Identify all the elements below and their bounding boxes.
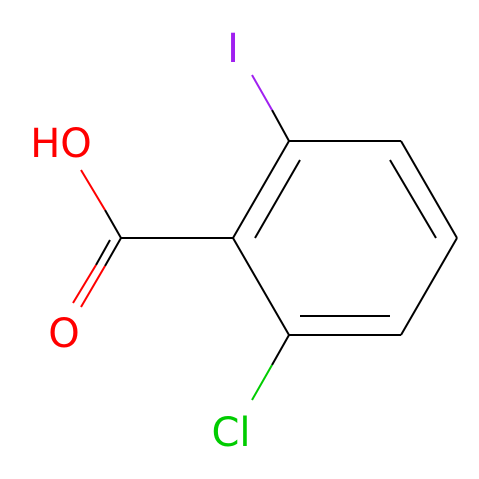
ring-bond-c1-c2 (232, 140, 290, 239)
atom-label-carbonyl-oxygen: O (48, 311, 79, 357)
bond-carboxyl-c-o-outer-red (80, 265, 106, 308)
bond-carboxyl-c-o-inner-red (72, 264, 97, 304)
ring-bond-c6-c1 (232, 237, 290, 336)
bond-carboxyl-c-oh-black (104, 209, 122, 239)
atom-label-chlorine: Cl (211, 410, 250, 456)
bond-c-i-black (271, 109, 290, 142)
ring-inner-bond-c1-c2 (254, 159, 301, 239)
atom-label-hydroxyl: HO (30, 121, 92, 167)
bond-carboxyl-c-oh-red (80, 169, 106, 211)
atom-label-iodine: I (227, 26, 239, 72)
ring-bond-c3-c4 (400, 140, 458, 239)
bond-c-i-purple (251, 74, 273, 111)
bond-c-cl-black (271, 334, 290, 366)
bond-c-cl-green (251, 364, 273, 401)
ring-bond-c4-c5 (400, 237, 458, 336)
bond-carboxyl-c-o-outer-black (104, 237, 122, 267)
bond-carboxyl-c-o-inner-black (95, 239, 111, 266)
ring-inner-bond-c3-c4 (389, 159, 437, 239)
